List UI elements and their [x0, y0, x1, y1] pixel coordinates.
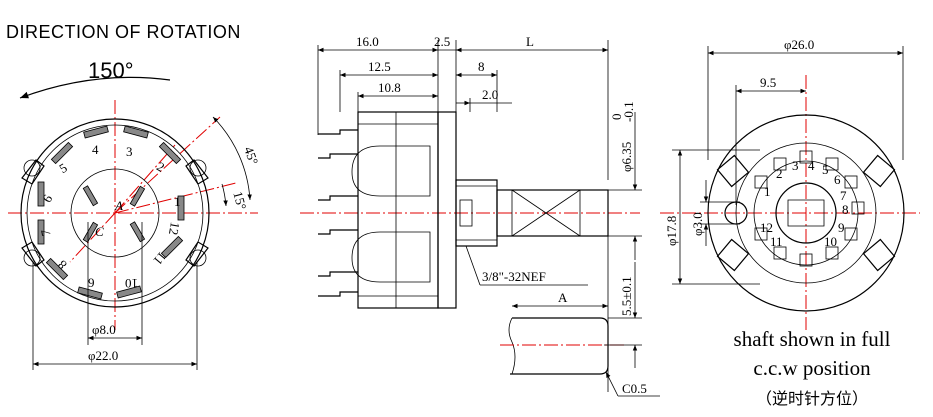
rear-position-9: 9: [838, 220, 845, 235]
angle-line-c: [69, 212, 116, 263]
front-lug-upper-left: [21, 159, 45, 185]
rear-shaft-flat: [787, 199, 825, 227]
front-position-1: 1: [174, 194, 181, 209]
dim-phi17-8: φ17.8: [664, 216, 679, 246]
rear-position-5: 5: [822, 162, 829, 177]
angle-line-45: [114, 116, 221, 214]
rear-locating-hole: [724, 201, 748, 225]
rear-shaft-boss: [775, 182, 837, 244]
dim-16: 16.0: [356, 34, 379, 49]
side-body: [357, 111, 439, 309]
front-position-4: 4: [92, 142, 99, 157]
front-view: DIRECTION OF ROTATION 150°: [6, 22, 261, 370]
dim-phi26: φ26.0: [784, 37, 814, 52]
rear-position-8: 8: [842, 202, 849, 217]
side-rotor-upper: [351, 145, 431, 197]
front-position-12: 12: [166, 221, 183, 236]
dim-phi8: φ8.0: [92, 322, 116, 337]
rear-body-outline: [707, 114, 905, 312]
caption-line-1: shaft shown in full: [734, 327, 891, 351]
side-terminals: [318, 129, 358, 297]
side-rotor-lower: [351, 231, 431, 283]
front-terminal-pads: [37, 125, 185, 300]
front-lug-lower-left: [21, 241, 45, 267]
rear-position-12: 12: [760, 220, 773, 235]
angle-label-15: 15°: [230, 190, 249, 211]
front-body-outline: [20, 118, 210, 308]
front-position-10: 10: [125, 276, 138, 291]
dim-phi3: φ3.0: [690, 212, 705, 236]
side-mounting-plate: [437, 111, 457, 309]
dim-A: A: [558, 290, 568, 305]
angle-line-a: [114, 144, 176, 214]
rear-contact-ring: [735, 142, 877, 284]
angle-arc-45: [212, 116, 252, 201]
dim-phi22: φ22.0: [88, 348, 118, 363]
dim-9-5: 9.5: [760, 75, 776, 90]
dim-shaft-tol-lower: -0.1: [621, 101, 636, 122]
angle-arc-15: [221, 183, 228, 207]
front-position-5: 5: [57, 160, 70, 176]
pole-c-label: C: [95, 224, 104, 239]
dim-2-5: 2.5: [434, 34, 450, 49]
side-shaft: [496, 189, 609, 237]
rear-position-11: 11: [770, 234, 783, 249]
front-lug-hole-lr: [189, 249, 207, 267]
caption-line-2: c.c.w position: [753, 356, 871, 380]
angle-line-15: [114, 182, 237, 214]
rear-position-2: 2: [776, 166, 783, 181]
front-lug-lower-right: [185, 241, 209, 267]
angle-label-45: 45°: [241, 144, 261, 166]
rear-pad-lr: [862, 238, 896, 272]
rear-pad-ll: [716, 238, 750, 272]
rotation-title: DIRECTION OF ROTATION: [6, 22, 241, 42]
thread-callout: 3/8"-32NEF: [482, 269, 546, 284]
pole-a-label: A: [114, 198, 123, 213]
front-position-3: 3: [126, 144, 133, 159]
rear-view: φ26.0 9.5 φ17.8 φ3.0: [660, 37, 920, 408]
side-view: 16.0 2.5 L 12.5 8 10.8 2.0: [300, 34, 660, 397]
rear-pad-ur: [862, 154, 896, 188]
rear-position-6: 6: [834, 172, 841, 187]
dim-L: L: [526, 34, 534, 49]
front-lug-hole-ur: [189, 159, 207, 177]
front-lug-hole-ul: [23, 159, 41, 177]
dim-5-5: 5.5±0.1: [619, 276, 634, 316]
front-lug-upper-right: [185, 159, 209, 185]
rear-pad-ul: [716, 154, 750, 188]
rear-position-1: 1: [764, 184, 771, 199]
chamfer-callout: C0.5: [622, 381, 647, 396]
dim-10-8: 10.8: [378, 80, 401, 95]
rear-contact-windows: [754, 150, 865, 267]
front-position-7: 7: [38, 228, 54, 237]
dim-12-5: 12.5: [368, 59, 391, 74]
shaft-flat-detail: [510, 317, 609, 375]
front-lug-hole-ll: [23, 249, 41, 267]
dim-8: 8: [478, 59, 485, 74]
front-inner-contacts: [82, 185, 146, 243]
rotation-arrow: [19, 76, 171, 99]
rear-position-4: 4: [808, 158, 815, 173]
rear-position-10: 10: [824, 234, 837, 249]
front-center-ring: [70, 168, 160, 258]
caption-line-3: （逆时针方位）: [756, 390, 868, 408]
dim-shaft-diameter: φ6.35: [619, 142, 634, 172]
dim-2-0: 2.0: [482, 87, 498, 102]
rear-position-3: 3: [792, 158, 799, 173]
rear-position-7: 7: [840, 188, 847, 203]
dim-shaft-tol-upper: 0: [609, 114, 624, 121]
front-position-9: 9: [88, 275, 95, 290]
side-locating-tab: [459, 199, 473, 227]
front-body-inner: [26, 124, 204, 302]
